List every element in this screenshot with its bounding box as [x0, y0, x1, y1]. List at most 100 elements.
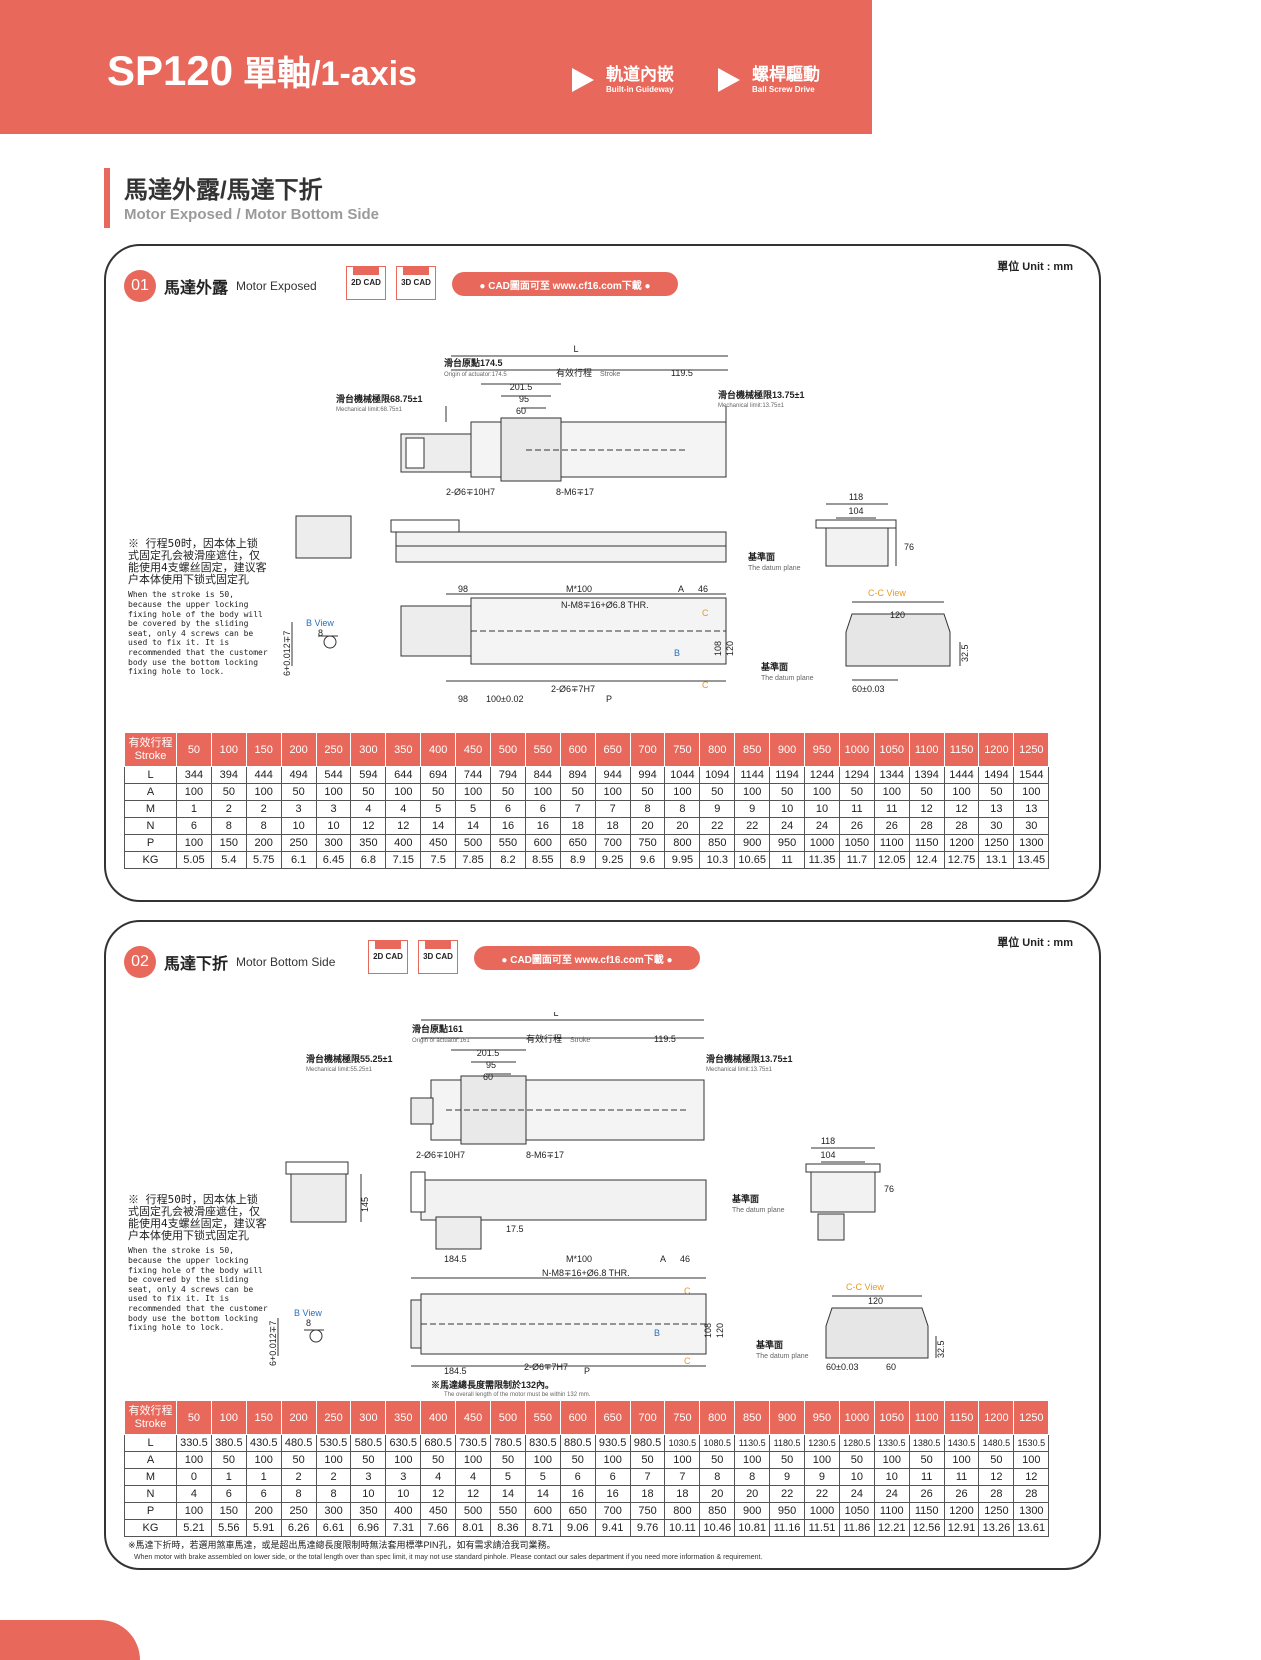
table-cell: 100 — [1013, 1451, 1050, 1469]
table-cell: 550 — [490, 1502, 526, 1520]
table-cell: 794 — [490, 766, 526, 784]
stroke-column-header: 750 — [664, 732, 701, 767]
hole-callout-2: 8-M6∓17 — [526, 1150, 564, 1160]
stroke-column-header: 400 — [420, 1400, 457, 1435]
dim-P: P — [584, 1366, 590, 1376]
motor-length-note-en: The overall length of the motor must be … — [444, 1392, 591, 1398]
stroke-header-zh: 有效行程 — [128, 737, 173, 750]
dim-108: 108 — [713, 641, 723, 656]
stroke-column-header: 200 — [280, 1400, 317, 1435]
stroke-column-header: 700 — [629, 732, 666, 767]
table-cell: 12 — [943, 800, 980, 818]
dim-P: P — [606, 694, 612, 704]
cad-download-link[interactable]: ● CAD圖面可至 www.cf16.com下載 ● — [474, 946, 700, 970]
dim-32-5: 32.5 — [960, 644, 970, 662]
stroke-column-header: 450 — [455, 732, 492, 767]
table-cell: 400 — [385, 1502, 422, 1520]
table-cell: 11 — [769, 851, 806, 869]
table-cell: 100 — [315, 1451, 352, 1469]
table-cell: 6 — [559, 1468, 596, 1486]
mech-limit-right-en: Mechanical limit:13.75±1 — [718, 403, 785, 409]
table-cell: 50 — [838, 1451, 875, 1469]
table-cell: 680.5 — [420, 1434, 457, 1452]
table-cell: 650 — [559, 1502, 596, 1520]
cad-download-link[interactable]: ● CAD圖面可至 www.cf16.com下載 ● — [452, 272, 678, 296]
table-cell: 50 — [490, 1451, 526, 1469]
table-cell: 24 — [804, 817, 840, 835]
stroke-column-header: 800 — [699, 732, 736, 767]
table-cell: 18 — [594, 817, 631, 835]
table-cell: 2 — [210, 800, 247, 818]
table-cell: 780.5 — [490, 1434, 526, 1452]
table-cell: 100 — [664, 783, 701, 801]
mech-limit-left-zh: 滑台機械極限68.75±1 — [336, 393, 422, 404]
mech-limit-left-en: Mechanical limit:55.25±1 — [306, 1067, 373, 1073]
table-cell: 14 — [420, 817, 457, 835]
stroke-column-header: 350 — [385, 732, 422, 767]
table-cell: 16 — [490, 817, 526, 835]
table-cell: 1480.5 — [978, 1434, 1015, 1452]
footnote-zh: ※馬達下折時，若選用煞車馬達，或是超出馬達總長度限制時無法套用標準PIN孔，如有… — [128, 1540, 556, 1550]
table-cell: 1494 — [978, 766, 1015, 784]
table-cell: 50 — [210, 783, 247, 801]
table-cell: 8 — [210, 817, 247, 835]
table-cell: 13.45 — [1013, 851, 1050, 869]
row-label: L — [124, 1434, 177, 1452]
table-cell: 1050 — [838, 834, 875, 852]
cad-2d-button[interactable]: 2D CAD — [368, 940, 408, 974]
cad-3d-button[interactable]: 3D CAD — [418, 940, 458, 974]
table-cell: 10 — [280, 817, 317, 835]
table-cell: 5.4 — [210, 851, 247, 869]
feature-en: Ball Screw Drive — [752, 84, 815, 94]
table-cell: 250 — [280, 834, 317, 852]
dim-stroke-zh: 有效行程 — [556, 367, 592, 378]
stroke-note-en: When the stroke is 50, because the upper… — [128, 1246, 268, 1333]
table-cell: 100 — [176, 1502, 212, 1520]
cad-3d-button[interactable]: 3D CAD — [396, 266, 436, 300]
table-cell: 12 — [385, 817, 422, 835]
model-name: SP120 — [107, 47, 234, 94]
table-cell: 50 — [350, 1451, 387, 1469]
table-cell: 18 — [664, 1485, 701, 1503]
section-mark-c-bottom: C — [684, 1356, 691, 1366]
table-cell: 6.45 — [315, 851, 352, 869]
table-cell: 100 — [455, 1451, 492, 1469]
table-cell: 100 — [804, 783, 840, 801]
table-cell: 11.35 — [804, 851, 840, 869]
table-cell: 30 — [1013, 817, 1050, 835]
table-cell: 4 — [455, 1468, 492, 1486]
cad-2d-button[interactable]: 2D CAD — [346, 266, 386, 300]
stroke-column-header: 300 — [350, 732, 387, 767]
table-cell: 12 — [455, 1485, 492, 1503]
table-cell: 5 — [420, 800, 457, 818]
dim-120: 120 — [725, 641, 735, 656]
table-cell: 650 — [559, 834, 596, 852]
table-cell: 100 — [873, 1451, 910, 1469]
stroke-column-header: 100 — [210, 732, 247, 767]
stroke-column-header: 1100 — [908, 732, 945, 767]
table-cell: 50 — [629, 783, 666, 801]
table-cell: 8 — [734, 1468, 771, 1486]
table-cell: 700 — [594, 1502, 631, 1520]
table-cell: 100 — [385, 783, 422, 801]
table-cell: 300 — [315, 1502, 352, 1520]
table-cell: 880.5 — [559, 1434, 596, 1452]
panel-title-zh: 馬達下折 — [164, 956, 229, 973]
table-cell: 500 — [455, 834, 492, 852]
feature-ballscrew: 螺桿驅動 Ball Screw Drive — [718, 65, 820, 94]
table-cell: 6 — [176, 817, 212, 835]
dim-8: 8 — [318, 628, 323, 638]
table-cell: 11.7 — [838, 851, 875, 869]
table-cell: 12.4 — [908, 851, 945, 869]
table-cell: 250 — [280, 1502, 317, 1520]
table-cell: 100 — [315, 783, 352, 801]
table-cell: 1544 — [1013, 766, 1050, 784]
dim-118: 118 — [849, 492, 863, 502]
table-cell: 1280.5 — [838, 1434, 875, 1452]
table-cell: 50 — [559, 1451, 596, 1469]
thread-callout: N-M8∓16+Ø6.8 THR. — [542, 1268, 630, 1278]
motor-length-note-zh: ※馬達總長度需限制於132內。 — [431, 1379, 554, 1390]
